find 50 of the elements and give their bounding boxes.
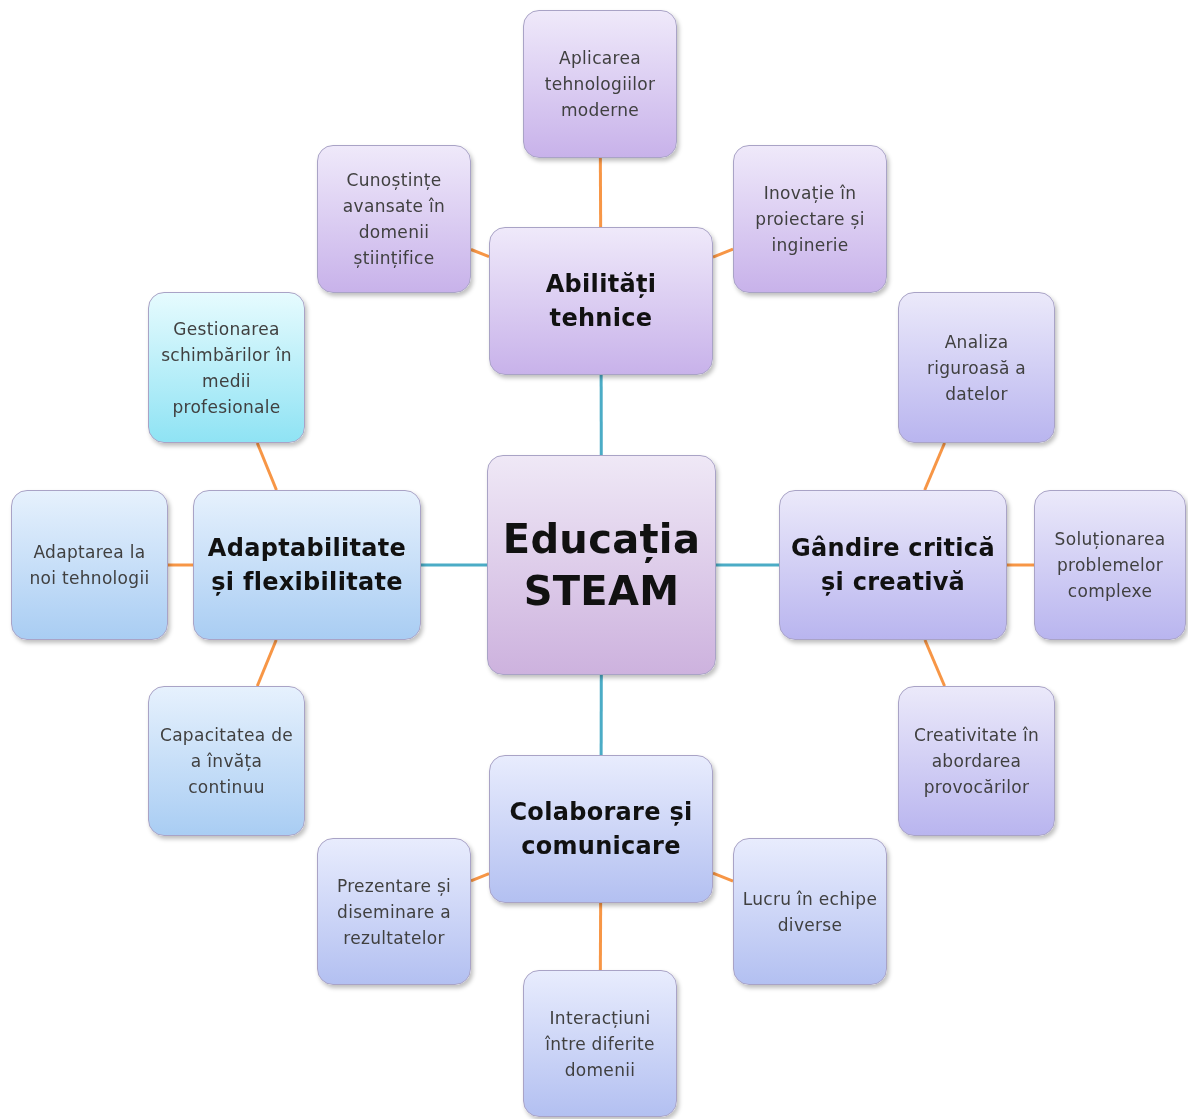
skill-box <box>317 838 471 985</box>
category-box <box>779 490 1007 640</box>
connector-line <box>255 442 278 491</box>
skill-box <box>733 145 887 293</box>
connector-line <box>255 639 278 687</box>
connector-line <box>421 563 487 567</box>
skill-text: Cunoștințe avansate în domenii științifice <box>341 169 447 270</box>
skill-text: Adaptarea la noi tehnologii <box>28 541 151 590</box>
topic-title: Educația STEAM <box>501 515 702 616</box>
skill-text: Interacțiuni între diferite domenii <box>544 1006 656 1082</box>
category-box <box>193 490 421 640</box>
connector-line <box>1007 563 1034 567</box>
topic-title: Colaborare și comunicare <box>508 797 694 862</box>
skill-text: Lucru în echipe diverse <box>741 887 879 937</box>
skill-box <box>733 838 887 985</box>
skill-box <box>898 292 1055 443</box>
topic-title: Adaptabilitate și flexibilitate <box>206 533 408 598</box>
skill-text: Inovație în proiectare și inginerie <box>754 182 866 257</box>
connector-line <box>712 247 734 259</box>
connector-line <box>598 903 603 970</box>
skill-box <box>148 292 305 443</box>
skill-box <box>317 145 471 293</box>
skill-box <box>523 10 677 158</box>
central-topic-box <box>487 455 716 675</box>
skill-text: Aplicarea tehnologiilor moderne <box>543 47 657 122</box>
skill-box <box>898 686 1055 836</box>
skill-text: Soluționarea problemelor complexe <box>1053 528 1167 603</box>
connector-line <box>599 675 603 755</box>
skill-box <box>148 686 305 836</box>
connector-line <box>168 563 193 567</box>
connector-line <box>599 375 603 455</box>
skill-box <box>1034 490 1186 640</box>
connector-line <box>470 872 490 883</box>
skill-box <box>11 490 168 640</box>
connector-line <box>470 248 490 259</box>
skill-text: Prezentare și diseminare a rezultatelor <box>335 874 453 950</box>
category-box <box>489 227 713 375</box>
category-box <box>489 755 713 903</box>
topic-title: Abilități tehnice <box>544 269 658 334</box>
connector-line <box>712 871 734 883</box>
connector-line <box>923 639 946 687</box>
skill-text: Analiza riguroasă a datelor <box>925 330 1028 406</box>
skill-text: Creativitate în abordarea provocărilor <box>912 724 1041 799</box>
skill-box <box>523 970 677 1117</box>
connector-line <box>598 158 603 227</box>
connector-line <box>716 563 779 567</box>
skill-text: Gestionarea schimbărilor în medii profesionale <box>160 317 293 419</box>
skill-text: Capacitatea de a învăța continuu <box>158 724 294 799</box>
connector-line <box>923 442 946 491</box>
topic-title: Gândire critică și creativă <box>790 533 996 598</box>
